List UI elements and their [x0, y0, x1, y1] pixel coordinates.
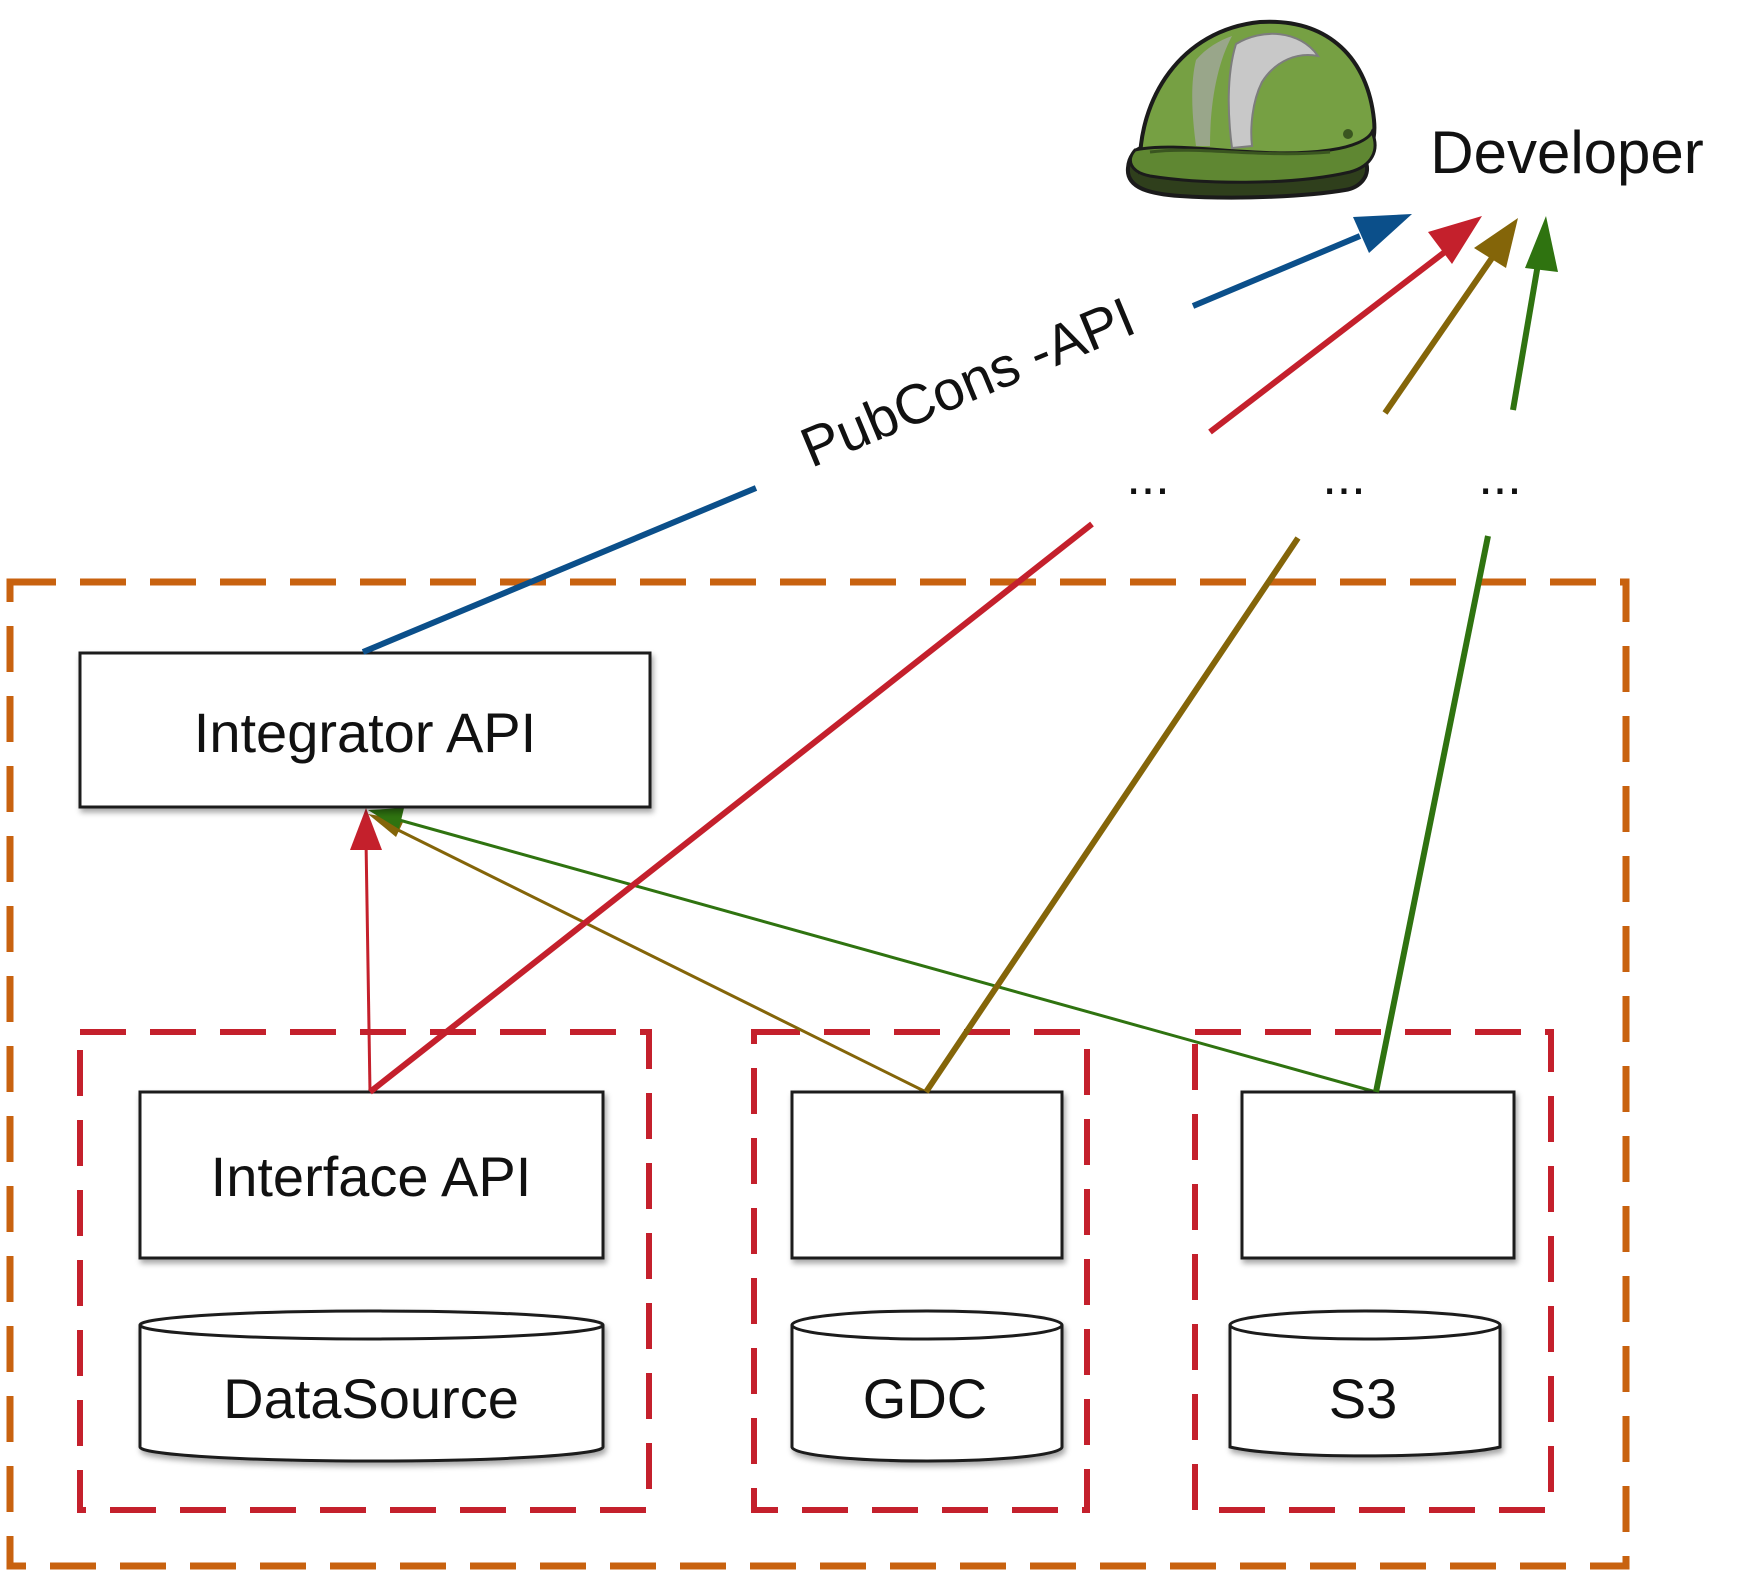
- gdc-boundary: [751, 1029, 1090, 1513]
- pubcons-api-label: PubCons -API: [792, 285, 1144, 480]
- pubcons-arrow-upper: [1191, 233, 1362, 309]
- datasource-label: DataSource: [223, 1367, 519, 1430]
- interface-to-integrator-arrowhead: [350, 808, 382, 850]
- red-arrowhead: [1428, 216, 1482, 264]
- gdc-cylinder: [790, 1309, 1064, 1463]
- interface-api-label: Interface API: [211, 1145, 532, 1208]
- s3-to-integrator-arrowhead: [368, 808, 404, 829]
- green-arrow-lower: [1373, 535, 1491, 1093]
- datasource-boundary: [77, 1029, 652, 1513]
- red-arrow-lower: [368, 521, 1094, 1095]
- developer-label: Developer: [1430, 119, 1704, 186]
- hard-hat-icon: [1125, 19, 1377, 200]
- s3-interface-box: [1240, 1090, 1516, 1260]
- ellipsis-red: ...: [1126, 448, 1169, 506]
- s3-to-integrator-arrow: [391, 816, 1377, 1094]
- olive-arrow-lower: [923, 536, 1301, 1094]
- green-arrowhead: [1525, 216, 1558, 272]
- s3-boundary: [1192, 1029, 1554, 1513]
- pubcons-arrowhead: [1353, 214, 1412, 253]
- olive-arrowhead: [1474, 218, 1518, 268]
- s3-label: S3: [1329, 1367, 1398, 1430]
- pubcons-arrow-lower: [361, 485, 758, 655]
- datasource-cylinder: [138, 1309, 605, 1463]
- integrator-api-label: Integrator API: [194, 701, 536, 764]
- ellipsis-olive: ...: [1322, 448, 1365, 506]
- gdc-to-integrator-arrow: [387, 823, 927, 1094]
- red-arrow-upper: [1208, 245, 1452, 435]
- gdc-interface-box: [790, 1090, 1064, 1260]
- interface-api-box: [138, 1090, 605, 1260]
- outer-system-boundary: [6, 578, 1630, 1570]
- green-arrow-upper: [1510, 263, 1541, 411]
- gdc-label: GDC: [863, 1367, 987, 1430]
- s3-cylinder: [1228, 1309, 1502, 1458]
- olive-arrow-upper: [1382, 256, 1495, 415]
- interface-to-integrator-arrow: [364, 839, 372, 1093]
- ellipsis-green: ...: [1478, 448, 1521, 506]
